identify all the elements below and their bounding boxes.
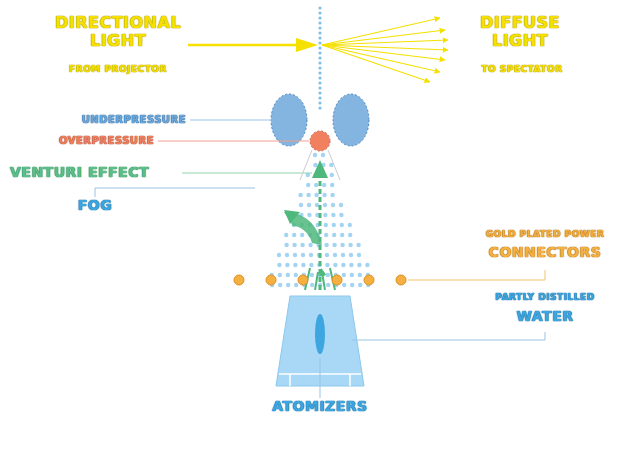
overpressure-zone (310, 131, 330, 151)
leader-line (190, 120, 272, 121)
light-beam (188, 44, 300, 47)
tank-line (289, 374, 291, 386)
diffuse-rays (322, 18, 448, 82)
sub-label: GOLD PLATED POWER (486, 230, 605, 240)
fog-dots (270, 153, 371, 287)
part-label: UNDERPRESSURE (82, 114, 186, 125)
title-label: DIRECTIONAL LIGHT (33, 14, 203, 49)
light-dots (318, 6, 321, 109)
atomizer (315, 314, 325, 354)
tank-line (349, 374, 351, 386)
part-label: VENTURI EFFECT (10, 165, 149, 180)
part-label: ATOMIZERS (272, 399, 367, 414)
sub-label: PARTLY DISTILLED (495, 293, 594, 303)
venturi-flow (319, 170, 322, 290)
venturi-arrowhead (312, 160, 328, 178)
part-label: OVERPRESSURE (59, 135, 154, 146)
underpressure-zone (271, 94, 307, 146)
leader-line (352, 332, 545, 340)
leader-line (95, 188, 255, 197)
leader-line (158, 141, 309, 142)
sub-label: FROM PROJECTOR (69, 65, 167, 75)
leader-line (182, 173, 312, 174)
venturi-inflow (305, 268, 335, 290)
leader-line (545, 270, 546, 280)
underpressure-zone (333, 94, 369, 146)
sub-label: TO SPECTATOR (481, 65, 562, 75)
plume-outline (300, 150, 340, 180)
part-label: WATER (517, 309, 574, 324)
leader-line (408, 280, 545, 281)
light-arrowhead (296, 38, 318, 52)
part-label: CONNECTORS (489, 245, 602, 260)
title-label: DIFFUSE LIGHT (460, 14, 580, 49)
power-connectors (234, 275, 406, 285)
leader-line (320, 358, 321, 398)
part-label: FOG (78, 198, 112, 213)
venturi-swirl-head (284, 210, 300, 224)
